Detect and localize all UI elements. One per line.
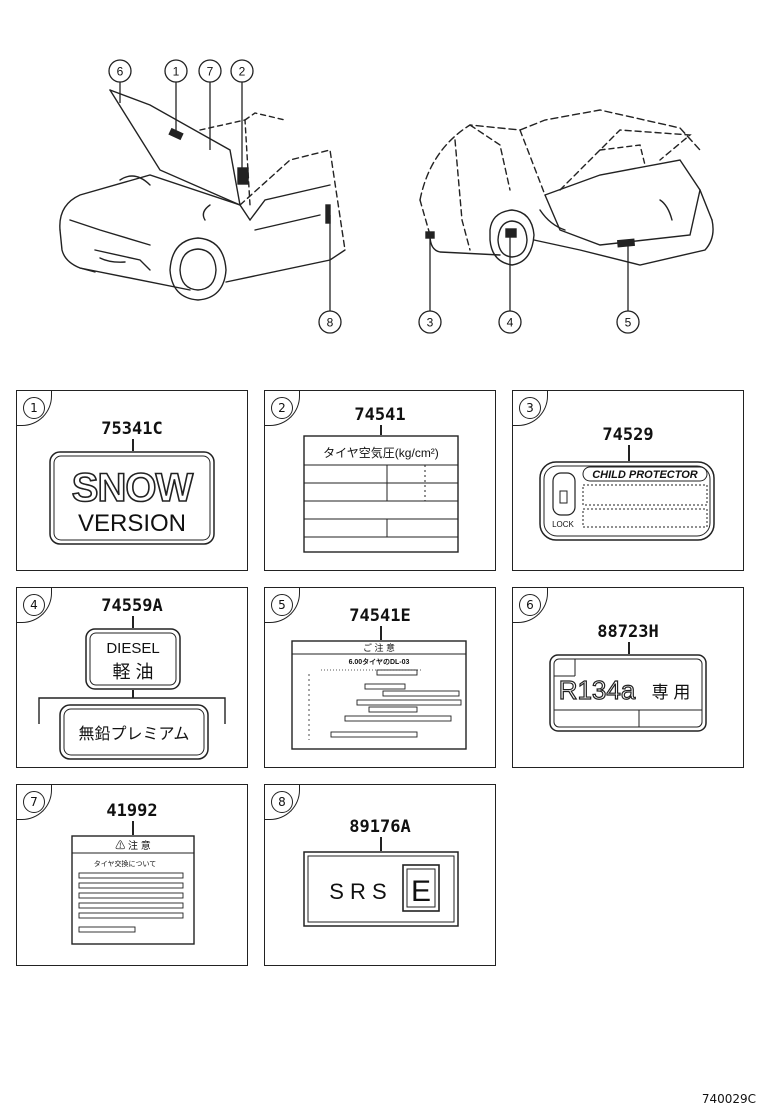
callout-3: 3	[427, 316, 434, 330]
part-code: 88723H	[597, 622, 659, 642]
panel-number: 8	[271, 791, 293, 813]
panel-3-child-protector[interactable]: 3 74529 CHILD PROTECTOR LOCK	[512, 390, 744, 571]
r134a-text: R134a	[559, 675, 636, 705]
part-code: 74529	[602, 425, 654, 445]
callout-8: 8	[327, 316, 334, 330]
diagram-reference-code: 740029C	[701, 1092, 756, 1106]
panel-number: 3	[519, 397, 541, 419]
child-protector-title: CHILD PROTECTOR	[592, 469, 698, 481]
vehicle-overview-drawing: 6 1 7 2 8 3 4 5	[59, 59, 714, 334]
tire-load-label: ご 注 意 6.00タイヤのDL-03	[291, 640, 467, 750]
version-text: VERSION	[78, 510, 186, 537]
panel-number: 2	[271, 397, 293, 419]
panel-8-srs[interactable]: 8 89176A S R S E	[264, 784, 496, 966]
panel-number: 7	[23, 791, 45, 813]
panel-number: 1	[23, 397, 45, 419]
tire-load-subtitle: 6.00タイヤのDL-03	[349, 657, 410, 666]
caution-subtitle: タイヤ交換について	[94, 859, 157, 868]
tire-pressure-label: タイヤ空気圧(kg/cm²)	[303, 435, 459, 553]
child-protector-label: CHILD PROTECTOR LOCK	[539, 461, 715, 541]
srs-label: S R S E	[303, 851, 459, 927]
srs-e-text: E	[411, 875, 431, 908]
callout-6: 6	[117, 65, 124, 79]
part-code: 74559A	[101, 596, 163, 616]
callout-2: 2	[239, 65, 246, 79]
panel-2-tire-pressure[interactable]: 2 74541 タイヤ空気圧(kg/cm²)	[264, 390, 496, 571]
caution-label: ⚠ 注 意 タイヤ交換について	[71, 835, 195, 945]
callout-7: 7	[207, 65, 214, 79]
snow-text: SNOW	[72, 466, 194, 510]
panel-5-tire-load[interactable]: 5 74541E ご 注 意 6.00タイヤのDL-03	[264, 587, 496, 768]
srs-text: S R S	[329, 879, 386, 904]
callout-4: 4	[507, 316, 514, 330]
bracket-lines	[38, 697, 226, 724]
light-oil-text: 軽 油	[112, 662, 153, 682]
part-code: 74541	[354, 405, 406, 425]
panel-7-caution[interactable]: 7 41992 ⚠ 注 意 タイヤ交換について	[16, 784, 248, 966]
part-code: 75341C	[101, 419, 163, 439]
callout-5: 5	[625, 316, 632, 330]
diesel-text: DIESEL	[106, 640, 159, 657]
tire-pressure-title: タイヤ空気圧(kg/cm²)	[323, 445, 439, 460]
caution-title: ⚠ 注 意	[115, 839, 151, 852]
panel-number: 4	[23, 594, 45, 616]
panel-1-snow-version[interactable]: 1 75341C SNOW VERSION	[16, 390, 248, 571]
snow-version-label: SNOW VERSION	[49, 451, 215, 545]
panel-number: 6	[519, 594, 541, 616]
callout-1: 1	[173, 65, 180, 79]
tire-load-title: ご 注 意	[363, 642, 395, 653]
part-code: 89176A	[349, 817, 411, 837]
panel-6-r134a[interactable]: 6 88723H R134a 専 用	[512, 587, 744, 768]
lock-text: LOCK	[552, 520, 574, 529]
panel-number: 5	[271, 594, 293, 616]
part-code: 74541E	[349, 606, 411, 626]
r134a-label: R134a 専 用	[549, 654, 707, 732]
exclusive-use-text: 専 用	[652, 683, 691, 702]
panel-4-diesel[interactable]: 4 74559A DIESEL 軽 油 無鉛プレミアム	[16, 587, 248, 768]
diesel-label: DIESEL 軽 油	[85, 628, 181, 690]
premium-label: 無鉛プレミアム	[59, 704, 209, 760]
unleaded-premium-text: 無鉛プレミアム	[79, 725, 190, 743]
part-code: 41992	[106, 801, 158, 821]
